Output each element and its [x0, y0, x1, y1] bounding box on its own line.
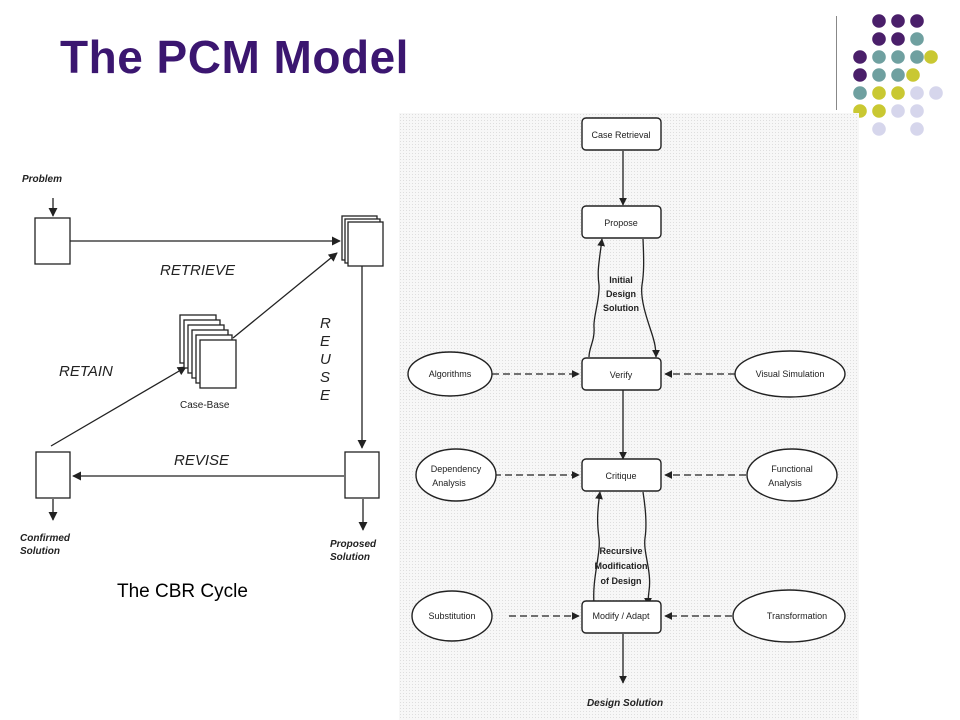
- casebase-card-6: [199, 339, 237, 389]
- verify-box: [581, 357, 662, 391]
- casebase-label: Case-Base: [180, 400, 230, 411]
- functional-analysis-ellipse: [746, 448, 838, 502]
- reuse-letter-e2: E: [320, 387, 331, 404]
- dependency-label-1: Dependency: [431, 464, 482, 474]
- algorithms-label: Algorithms: [429, 369, 472, 379]
- decorative-dot: [924, 50, 938, 64]
- transformation-label: Transformation: [767, 611, 827, 621]
- decorative-dot: [872, 32, 886, 46]
- recursive-label-1: Recursive: [599, 546, 642, 556]
- decorative-dot: [853, 50, 867, 64]
- confirmed-box: [35, 451, 71, 499]
- substitution-ellipse: [411, 590, 493, 642]
- recursive-left-path: [593, 491, 603, 604]
- decorative-dot: [929, 86, 943, 100]
- problem-label: Problem: [22, 174, 62, 185]
- visual-simulation-label: Visual Simulation: [756, 369, 825, 379]
- decorative-dot: [872, 104, 886, 118]
- decorative-dot: [872, 122, 886, 136]
- initial-design-label-3: Solution: [603, 303, 639, 313]
- decorative-dot: [910, 104, 924, 118]
- critique-box: [581, 458, 662, 492]
- decorative-dot: [910, 50, 924, 64]
- decorative-dot: [872, 14, 886, 28]
- design-solution-label: Design Solution: [587, 698, 663, 709]
- casebase-arrow: [232, 252, 338, 339]
- functional-label-1: Functional: [771, 464, 813, 474]
- cbr-cycle-diagram: Problem RETRIEVE RETAIN REVISE Case-Base…: [20, 174, 384, 563]
- proposed-box: [344, 451, 380, 499]
- retain-arrow: [50, 366, 187, 447]
- decorative-dot: [872, 68, 886, 82]
- retrieve-label: RETRIEVE: [160, 262, 236, 279]
- confirmed-label-2: Solution: [20, 546, 60, 557]
- initial-design-label-1: Initial: [609, 275, 633, 285]
- recursive-right-path: [642, 491, 652, 606]
- decorative-dot: [910, 32, 924, 46]
- modify-adapt-label: Modify / Adapt: [592, 611, 650, 621]
- transformation-ellipse: [732, 589, 846, 643]
- recursive-label-2: Modification: [595, 561, 648, 571]
- decorative-dot: [872, 50, 886, 64]
- retrieve-stack-front: [347, 221, 384, 267]
- reuse-letter-e1: E: [320, 333, 331, 350]
- problem-box: [34, 217, 71, 265]
- confirmed-label-1: Confirmed: [20, 533, 71, 544]
- reuse-letter-r: R: [320, 315, 331, 332]
- modify-adapt-box: [581, 600, 662, 634]
- decorative-dot: [910, 86, 924, 100]
- decorative-dot: [891, 32, 905, 46]
- decorative-dot: [891, 50, 905, 64]
- decorative-dot: [910, 14, 924, 28]
- recursive-label-3: of Design: [600, 576, 641, 586]
- visual-simulation-ellipse: [734, 350, 846, 398]
- initial-design-right-path: [640, 238, 660, 358]
- case-retrieval-box: [581, 117, 662, 151]
- dependency-label-2: Analysis: [432, 478, 466, 488]
- decorative-dot: [910, 122, 924, 136]
- slide-title: The PCM Model: [60, 31, 409, 83]
- algorithms-ellipse: [407, 351, 493, 397]
- case-retrieval-label: Case Retrieval: [591, 130, 650, 140]
- dependency-analysis-ellipse: [415, 448, 497, 502]
- divider-line: [836, 16, 837, 110]
- propose-label: Propose: [604, 218, 638, 228]
- functional-label-2: Analysis: [768, 478, 802, 488]
- initial-design-label-2: Design: [606, 289, 636, 299]
- decorative-dot: [891, 14, 905, 28]
- retain-label: RETAIN: [59, 363, 113, 380]
- propose-box: [581, 205, 662, 239]
- critique-label: Critique: [605, 471, 636, 481]
- decorative-dot: [891, 104, 905, 118]
- reuse-letter-s: S: [320, 369, 330, 386]
- reuse-letter-u: U: [320, 351, 331, 368]
- substitution-label: Substitution: [428, 611, 475, 621]
- revise-label: REVISE: [174, 452, 230, 469]
- initial-design-left-path: [588, 238, 605, 358]
- decorative-dot: [872, 86, 886, 100]
- pcm-model-diagram: Case Retrieval Propose Verify Critique M…: [407, 117, 846, 709]
- decorative-dot: [853, 68, 867, 82]
- proposed-label-1: Proposed: [330, 539, 377, 550]
- decorative-dot: [891, 68, 905, 82]
- decorative-dot: [853, 86, 867, 100]
- decorative-dot: [891, 86, 905, 100]
- decorative-dot: [906, 68, 920, 82]
- proposed-label-2: Solution: [330, 552, 370, 563]
- verify-label: Verify: [610, 370, 633, 380]
- cbr-cycle-caption: The CBR Cycle: [117, 581, 248, 602]
